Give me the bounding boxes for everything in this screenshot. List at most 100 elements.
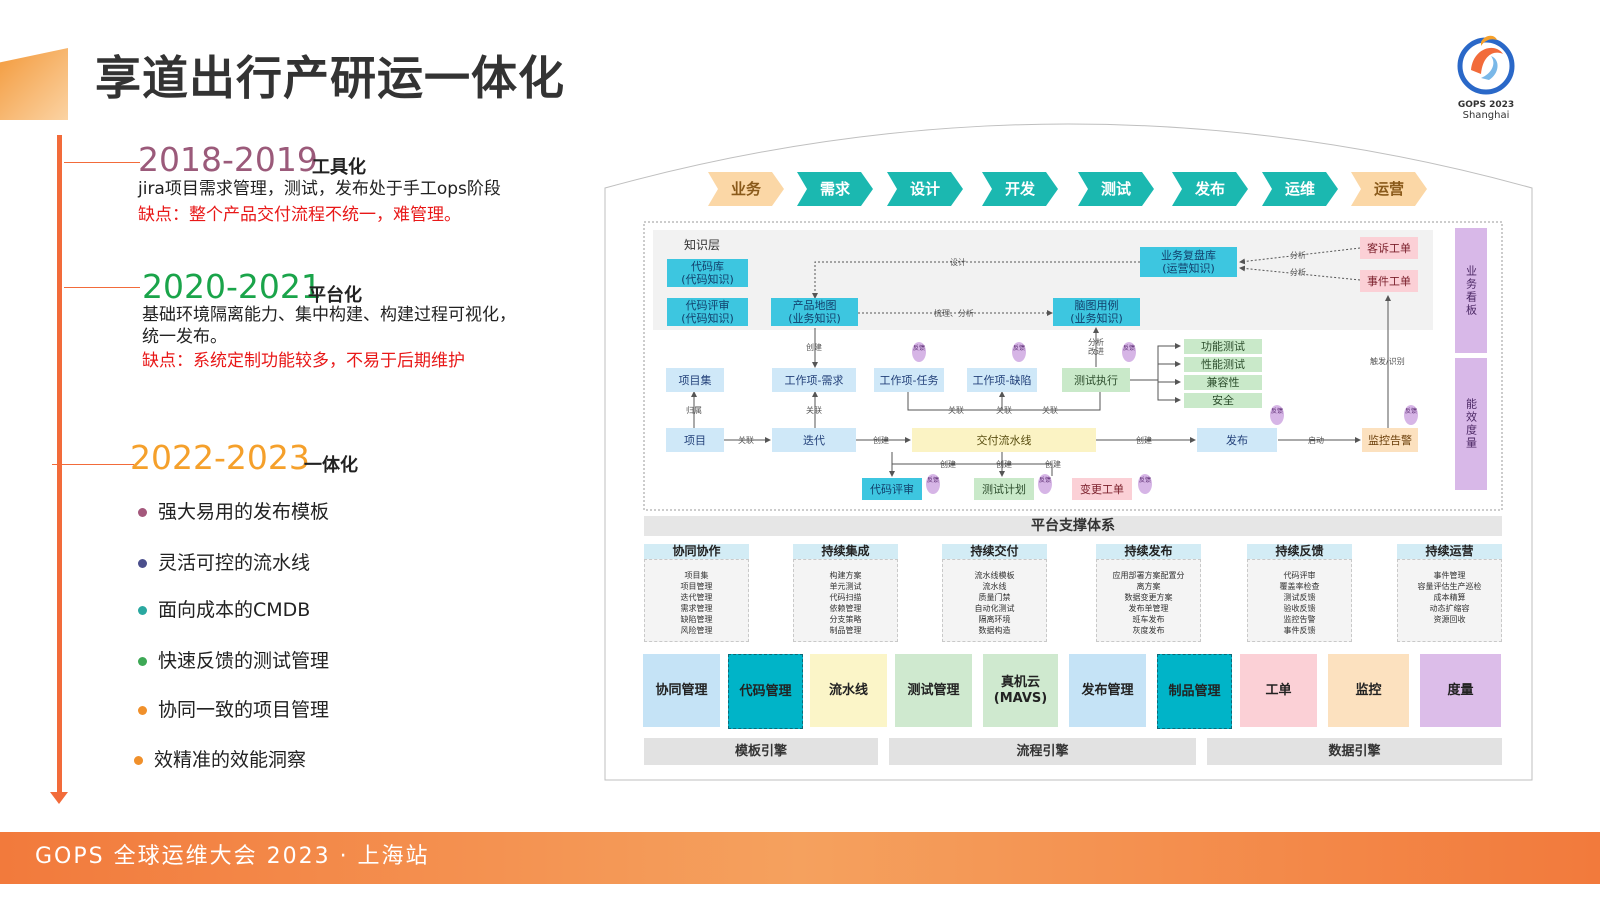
- pillar-item: 流水线模板: [974, 571, 1015, 580]
- stage-chevron: 业务: [708, 172, 784, 206]
- pillar-item: 流水线: [982, 582, 1007, 591]
- edge-label: 归属: [686, 406, 702, 415]
- node-release: 发布: [1197, 428, 1277, 452]
- era-name: 工具化: [312, 157, 366, 178]
- stage-chevron: 设计: [887, 172, 963, 206]
- era-years: 2022-2023: [130, 438, 310, 477]
- edge-label: 设计: [950, 258, 966, 267]
- pillar-item: 动态扩缩容: [1429, 604, 1470, 613]
- stage-label: 运维: [1284, 180, 1315, 198]
- node-compatibility: 兼容性: [1184, 375, 1262, 390]
- pillar-item: 班车发布: [1132, 615, 1165, 624]
- pillar-title: 持续反馈: [1247, 544, 1352, 559]
- pillar-item: 迭代管理: [680, 593, 713, 602]
- tool-block: 测试管理: [895, 654, 972, 727]
- bullet-dot: [138, 559, 147, 568]
- feature-bullet: 强大易用的发布模板: [138, 497, 329, 524]
- knowledge-layer-label: 知识层: [684, 238, 721, 252]
- pillar-items: 代码评审覆盖率检查测试反馈验收反馈监控告警事件反馈: [1247, 559, 1352, 642]
- stage-label: 业务: [730, 180, 761, 198]
- feature-bullet: 快速反馈的测试管理: [138, 646, 329, 673]
- edge-label: 分析: [1290, 268, 1306, 277]
- pillar-item: 隔离环境: [978, 615, 1011, 624]
- feedback-badge: 反馈: [912, 342, 926, 362]
- era-connector: [64, 287, 140, 288]
- era-name: 一体化: [304, 455, 358, 476]
- era-desc: 基础环境隔离能力、集中构建、构建过程可视化，: [142, 305, 516, 325]
- edge-label: 关联: [738, 436, 754, 445]
- stage-chevron: 测试: [1078, 172, 1154, 206]
- logo-text: GOPS 2023: [1457, 100, 1515, 110]
- pillar-item: 测试反馈: [1283, 593, 1316, 602]
- feedback-badge: 反馈: [926, 474, 940, 494]
- edge-label: 关联: [1042, 406, 1058, 415]
- engine-block: 流程引擎: [889, 738, 1196, 765]
- node-code-review: 代码评审: [862, 478, 922, 500]
- tool-block: 监控: [1328, 654, 1409, 727]
- feedback-badge: 反馈: [1038, 474, 1052, 494]
- corner-decoration: [0, 48, 68, 120]
- pillar-item: 灰度发布: [1132, 626, 1165, 635]
- feedback-badge: 反馈: [1270, 405, 1284, 425]
- pillar-item: 数据变更方案: [1124, 593, 1173, 602]
- era-years: 2018-2019: [138, 140, 318, 179]
- node-monitor-alert: 监控告警: [1362, 428, 1418, 452]
- gops-logo-icon: [1457, 35, 1515, 95]
- node-project-set: 项目集: [666, 368, 724, 392]
- node-test-plan: 测试计划: [974, 478, 1034, 500]
- node-delivery-pipeline: 交付流水线: [912, 428, 1096, 452]
- pillar-item: 验收反馈: [1283, 604, 1316, 613]
- node-work-bug: 工作项-缺陷: [967, 368, 1037, 392]
- pillar-item: 数据构造: [978, 626, 1011, 635]
- pillar-item: 代码评审: [1283, 571, 1316, 580]
- pillar-item: 应用部署方案配置分: [1112, 571, 1185, 580]
- side-business-board: 业务看板: [1455, 228, 1487, 353]
- pillar-item: 事件反馈: [1283, 626, 1316, 635]
- stage-label: 需求: [819, 180, 850, 198]
- edge-label: 创建: [1136, 436, 1152, 445]
- pillar-items: 应用部署方案配置分离方案数据变更方案发布单管理班车发布灰度发布: [1096, 559, 1201, 642]
- pillar-item: 需求管理: [680, 604, 713, 613]
- pillar-item: 发布单管理: [1128, 604, 1169, 613]
- edge-label: 创建: [940, 460, 956, 469]
- pillar-item: 依赖管理: [829, 604, 862, 613]
- edge-label: 关联: [996, 406, 1012, 415]
- side-efficiency-metric: 能效度量: [1455, 358, 1487, 490]
- node-change-order: 变更工单: [1072, 478, 1132, 500]
- pillar-title: 持续交付: [942, 544, 1047, 559]
- bullet-dot: [138, 508, 147, 517]
- engine-block: 数据引擎: [1207, 738, 1502, 765]
- tool-block: 制品管理: [1157, 654, 1232, 729]
- bullet-dot: [134, 756, 143, 765]
- node-mind-case: 脑图用例 (业务知识): [1053, 298, 1140, 326]
- edge-label: 关联: [806, 406, 822, 415]
- era-flaw: 缺点：整个产品交付流程不统一，难管理。: [138, 205, 461, 225]
- node-security: 安全: [1184, 393, 1262, 408]
- node-work-requirement: 工作项-需求: [772, 368, 856, 392]
- stage-chevron: 开发: [982, 172, 1058, 206]
- tool-block: 发布管理: [1069, 654, 1146, 727]
- timeline-arrow: [50, 792, 68, 804]
- node-test-execution: 测试执行: [1062, 368, 1130, 392]
- pillar-items: 构建方案单元测试代码扫描依赖管理分支策略制品管理: [793, 559, 898, 642]
- tool-block: 度量: [1420, 654, 1501, 727]
- node-incident: 事件工单: [1360, 270, 1418, 292]
- pillar-item: 分支策略: [829, 615, 862, 624]
- node-code-repo: 代码库 (代码知识): [667, 259, 748, 287]
- node-iteration: 迭代: [772, 428, 856, 452]
- pillar-items: 流水线模板流水线质量门禁自动化测试隔离环境数据构造: [942, 559, 1047, 642]
- edge-label: 创建: [806, 343, 822, 352]
- stage-chevron: 运营: [1351, 172, 1427, 206]
- feedback-badge: 反馈: [1122, 342, 1136, 362]
- pillar-title: 持续发布: [1096, 544, 1201, 559]
- pillar-items: 事件管理容量评估生产巡检成本精算动态扩缩容资源回收: [1397, 559, 1502, 642]
- pillar-item: 覆盖率检查: [1279, 582, 1320, 591]
- feedback-badge: 反馈: [1012, 342, 1026, 362]
- timeline-line: [57, 135, 62, 800]
- pillar-title: 协同协作: [644, 544, 749, 559]
- edge-label: 关联: [948, 406, 964, 415]
- tool-block: 协同管理: [643, 654, 720, 727]
- pillar-item: 质量门禁: [978, 593, 1011, 602]
- node-product-map: 产品地图 (业务知识): [771, 298, 858, 326]
- era-years: 2020-2021: [142, 267, 322, 306]
